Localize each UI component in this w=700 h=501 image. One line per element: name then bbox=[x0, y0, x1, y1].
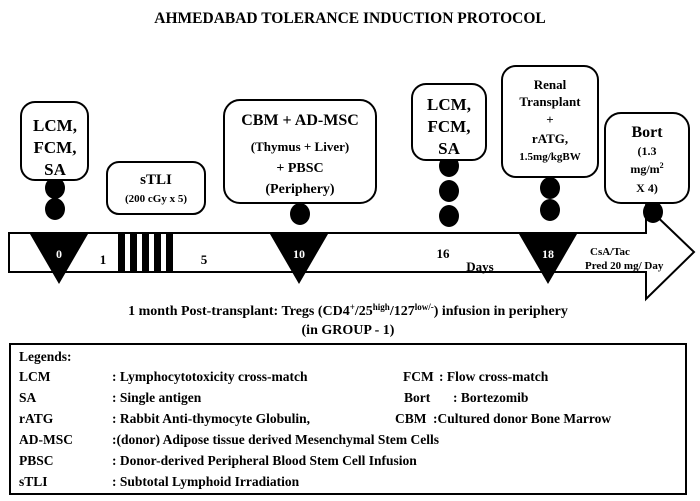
lcm-initial-box bbox=[20, 101, 89, 181]
post-transplant-note: 1 month Post-transplant: Tregs (CD4+/25h… bbox=[128, 302, 568, 319]
timeline-arrow bbox=[8, 203, 696, 302]
legend-abbr-cbm: CBM bbox=[395, 411, 427, 426]
legend-abbr-stli: sTLI bbox=[19, 474, 48, 489]
legend-header: Legends: bbox=[19, 349, 72, 364]
transplant-line1: Renal bbox=[534, 77, 567, 92]
legend-abbr-pbsc: PBSC bbox=[19, 453, 54, 468]
legend-abbr-sa: SA bbox=[19, 390, 37, 405]
bort-dose1: (1.3 bbox=[638, 144, 657, 158]
lcm-initial-line3: SA bbox=[44, 160, 66, 179]
irradiation-bars bbox=[118, 234, 173, 272]
bead-chain-day0 bbox=[45, 177, 65, 220]
days-label: Days bbox=[466, 259, 493, 274]
post-part4: ) infusion in periphery bbox=[434, 304, 568, 319]
post-part3: /127 bbox=[389, 304, 415, 319]
lcm-repeat-line3: SA bbox=[438, 139, 460, 158]
legend-abbr-admsc: AD-MSC bbox=[19, 432, 73, 447]
bort-dose2-sup: 2 bbox=[660, 161, 664, 170]
bort-label: Bort bbox=[631, 124, 663, 141]
bead-bort bbox=[643, 201, 663, 223]
lcm-repeat-box bbox=[411, 83, 487, 161]
page-title: AHMEDABAD TOLERANCE INDUCTION PROTOCOL bbox=[154, 10, 545, 27]
bort-dose3: X 4) bbox=[636, 181, 658, 195]
day18-label: 18 bbox=[542, 247, 554, 261]
bort-box bbox=[604, 112, 690, 204]
cbm-line4: (Periphery) bbox=[265, 182, 335, 197]
bead-chain-day18 bbox=[540, 177, 560, 221]
cbm-line3: + PBSC bbox=[276, 161, 323, 176]
legend-abbr-bort: Bort bbox=[404, 390, 431, 405]
cbm-box bbox=[223, 99, 377, 204]
bead-chain-day10 bbox=[290, 203, 310, 225]
legend-def-admsc: :(donor) Adipose tissue derived Mesenchy… bbox=[112, 432, 439, 447]
lcm-repeat-line2: FCM, bbox=[428, 117, 471, 136]
legend-box: Legends: LCM : Lymphocytotoxicity cross-… bbox=[9, 343, 687, 495]
transplant-line4: rATG, bbox=[532, 131, 568, 146]
bead-chain-day16 bbox=[439, 155, 459, 227]
cbm-line2: (Thymus + Liver) bbox=[251, 139, 349, 154]
post-transplant-group: (in GROUP - 1) bbox=[302, 323, 395, 338]
pred-label: Pred 20 mg/ Day bbox=[585, 260, 664, 272]
stli-box bbox=[106, 161, 206, 215]
day10-label: 10 bbox=[293, 247, 305, 261]
legend-def-stli: : Subtotal Lymphoid Irradiation bbox=[112, 474, 300, 489]
day10-marker bbox=[270, 234, 328, 284]
legend-def-pbsc: : Donor-derived Peripheral Blood Stem Ce… bbox=[112, 453, 417, 468]
day0-marker bbox=[30, 234, 88, 284]
day18-marker bbox=[519, 234, 577, 284]
legend-abbr-ratg: rATG bbox=[19, 411, 54, 426]
legend-def-cbm: :Cultured donor Bone Marrow bbox=[433, 411, 612, 426]
post-part1: 1 month Post-transplant: Tregs (CD4 bbox=[128, 304, 350, 319]
legend-abbr-lcm: LCM bbox=[19, 369, 51, 384]
transplant-line2: Transplant bbox=[519, 94, 581, 109]
legend-def-fcm: : Flow cross-match bbox=[439, 369, 549, 384]
post-sup2: high bbox=[373, 302, 390, 312]
legend-def-ratg: : Rabbit Anti-thymocyte Globulin, bbox=[112, 411, 311, 426]
legend-abbr-fcm: FCM bbox=[403, 369, 434, 384]
legend-def-sa: : Single antigen bbox=[112, 390, 202, 405]
day16-label: 16 bbox=[437, 246, 451, 261]
stli-label: sTLI bbox=[140, 172, 172, 188]
cbm-line1: CBM + AD-MSC bbox=[241, 112, 359, 129]
legend-def-lcm: : Lymphocytotoxicity cross-match bbox=[112, 369, 308, 384]
day0-label: 0 bbox=[56, 247, 62, 261]
lcm-repeat-line1: LCM, bbox=[427, 95, 471, 114]
transplant-box bbox=[501, 65, 599, 178]
post-part2: /25 bbox=[354, 304, 373, 319]
csa-label: CsA/Tac bbox=[590, 246, 630, 258]
transplant-line3: + bbox=[546, 112, 553, 127]
transplant-line5: 1.5mg/kgBW bbox=[519, 151, 580, 163]
lcm-initial-line1: LCM, bbox=[33, 116, 77, 135]
stli-dose: (200 cGy x 5) bbox=[125, 193, 187, 205]
day5-label: 5 bbox=[201, 252, 208, 267]
bort-dose2-base: mg/m bbox=[630, 162, 659, 176]
post-sup1: + bbox=[350, 302, 355, 312]
bort-dose2: mg/m2 bbox=[630, 161, 663, 176]
lcm-initial-line2: FCM, bbox=[34, 138, 77, 157]
legend-def-bort: : Bortezomib bbox=[453, 390, 529, 405]
day1-label: 1 bbox=[100, 252, 107, 267]
post-sup3: low/- bbox=[415, 302, 434, 312]
